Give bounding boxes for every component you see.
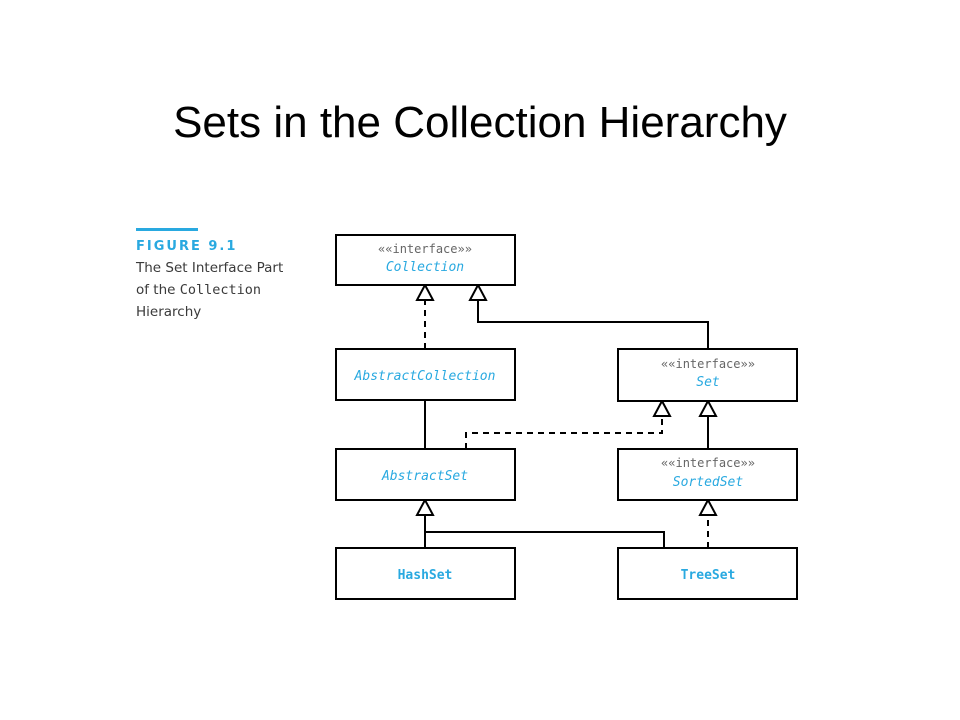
collection-stereotype: ««interface»» [378,242,472,256]
class-box-treeset: TreeSet [617,547,798,600]
collection-name: Collection [386,260,464,275]
arrowhead-collection-right [468,282,488,301]
figure-caption: FIGURE 9.1 The Set Interface Part of the… [136,228,326,323]
arrowheads [415,282,718,516]
abstractcollection-name: AbstractCollection [354,369,496,384]
caption-text: The Set Interface Part of the Collection… [136,257,326,323]
class-box-abstractcollection: AbstractCollection [335,348,516,401]
set-name: Set [696,375,720,390]
arrowhead-set-left [652,398,672,417]
sortedset-name: SortedSet [673,475,744,490]
connectors [424,300,709,548]
treeset-name: TreeSet [681,568,736,583]
caption-line-2: of the Collection [136,279,326,301]
caption-line-1: The Set Interface Part [136,260,284,276]
caption-line-2-prefix: of the [136,282,180,298]
arrowhead-sortedset [698,497,718,516]
caption-rule [136,228,198,231]
hashset-name: HashSet [398,568,453,583]
set-stereotype: ««interface»» [661,357,755,371]
class-box-hashset: HashSet [335,547,516,600]
caption-line-2-code: Collection [179,282,262,298]
edge-set-collection [477,300,709,349]
arrowhead-set-right [698,398,718,417]
slide-title: Sets in the Collection Hierarchy [173,98,787,147]
abstractset-name: AbstractSet [381,469,468,484]
sortedset-stereotype: ««interface»» [661,456,755,470]
class-box-set: ««interface»» Set [617,348,798,402]
arrowhead-collection-left [415,282,435,301]
class-box-collection: ««interface»» Collection [335,234,516,286]
edge-abstractset-set [465,416,663,449]
caption-line-3: Hierarchy [136,304,202,320]
class-box-abstractset: AbstractSet [335,448,516,501]
arrowhead-abstractset [415,497,435,516]
figure-label: FIGURE 9.1 [136,239,238,254]
edge-treeset-abstractset [425,531,665,548]
class-box-sortedset: ««interface»» SortedSet [617,448,798,501]
